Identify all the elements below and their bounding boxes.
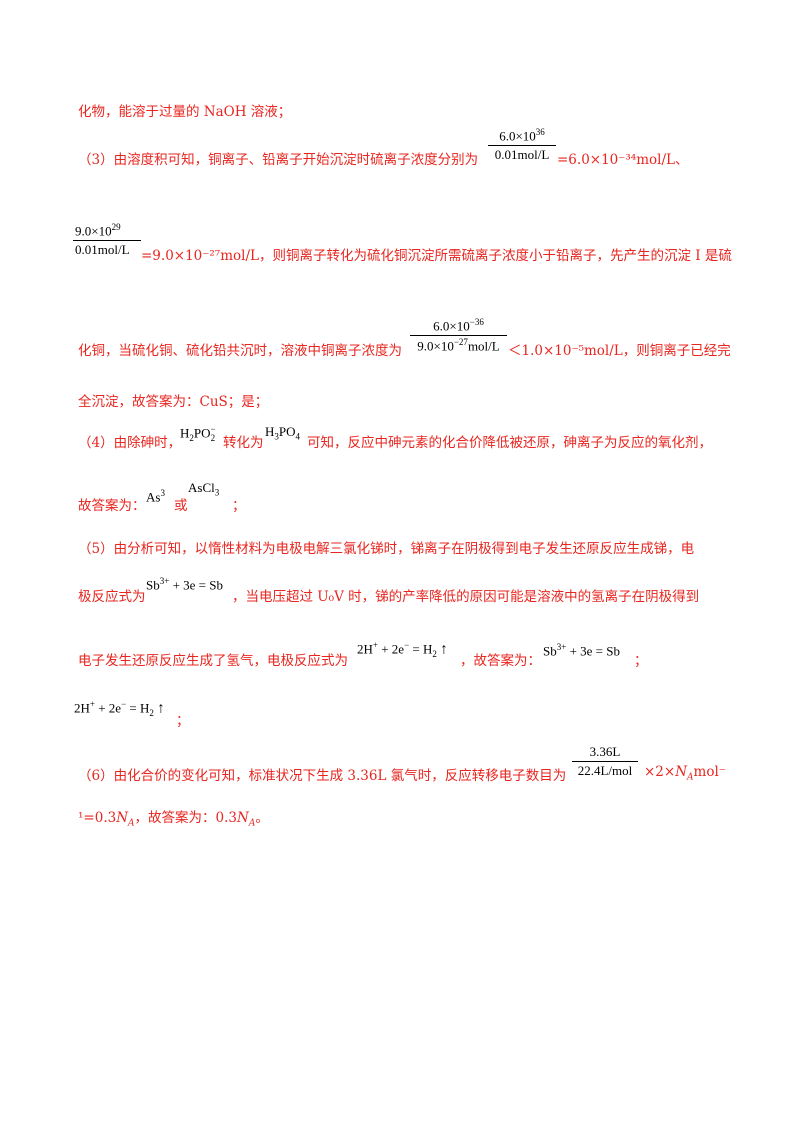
text-line-4: 化铜，当硫化铜、硫化铅共沉时，溶液中铜离子浓度为 [78, 343, 402, 359]
formula-h3po4: H3PO4 [265, 424, 301, 442]
formula-as3: As3 [146, 488, 165, 505]
formula-ascl3: AsCl3 [188, 480, 220, 498]
formula-h2-equation-answer: 2H+ + 2e− = H2 ↑ [74, 699, 165, 718]
fraction-bar [410, 335, 507, 337]
text-segment: ，当电压超过 U₀V 时，锑的产率降低的原因可能是溶液中的氢离子在阴极得到 [232, 589, 700, 605]
fraction-numerator: 6.0×10−36 [433, 317, 484, 334]
fraction-denominator: 0.01mol/L [75, 242, 130, 258]
text-segment: ； [176, 713, 190, 729]
text-line-4-tail: ＜1.0×10⁻⁵mol/L，则铜离子已经完 [508, 343, 731, 359]
fraction-bar [73, 240, 141, 242]
fraction-denominator: 0.01mol/L [494, 147, 550, 163]
text-segment: ，故答案为： [460, 653, 541, 669]
text-line-9: 极反应式为 [78, 589, 146, 605]
text-segment: ； [232, 498, 246, 514]
fraction-1: 6.0×1036 0.01mol/L [488, 127, 556, 163]
text-segment: 可知，反应中砷元素的化合价降低被还原，砷离子为反应的氧化剂， [307, 435, 712, 451]
fraction-numerator: 3.36L [589, 744, 621, 759]
text-segment: 或 [174, 498, 188, 514]
text-line-6: （4）由除砷时， [78, 431, 181, 451]
text-line-2: （3）由溶度积可知，铜离子、铅离子开始沉淀时硫离子浓度分别为 [78, 148, 478, 168]
formula-h2-equation: 2H+ + 2e− = H2 ↑ [357, 640, 448, 659]
text-segment: （3）由溶度积可知，铜离子、铅离子开始沉淀时硫离子浓度分别为 [78, 152, 479, 168]
fraction-bar [488, 145, 556, 147]
text-line-10: 电子发生还原反应生成了氢气，电极反应式为 [78, 653, 348, 669]
fraction-numerator: 9.0×1029 [75, 222, 121, 239]
text-line-1: 化物，能溶于过量的 NaOH 溶液； [78, 104, 292, 120]
text-line-12-tail: ×2×NAmol⁻ [644, 764, 726, 783]
fraction-4: 3.36L 22.4L/mol [572, 744, 638, 779]
formula-sb-equation: Sb3+ + 3e = Sb [146, 576, 223, 593]
formula-h2po2: H2PO−2 [180, 424, 216, 443]
text-line-7: 故答案为： [78, 498, 146, 514]
fraction-numerator: 6.0×1036 [499, 127, 545, 144]
text-line-2-tail: =6.0×10⁻³⁴mol/L、 [557, 152, 689, 168]
fraction-denominator: 9.0×10−27mol/L [417, 337, 500, 354]
text-line-13: ¹=0.3NA，故答案为：0.3NA。 [78, 810, 269, 829]
fraction-bar [572, 761, 638, 762]
fraction-3: 6.0×10−36 9.0×10−27mol/L [410, 317, 507, 355]
fraction-denominator: 22.4L/mol [577, 763, 633, 778]
text-line-12: （6）由化合价的变化可知，标准状况下生成 3.36L 氯气时，反应转移电子数目为 [78, 768, 567, 784]
fraction-2: 9.0×1029 0.01mol/L [73, 222, 141, 258]
text-segment: 转化为 [223, 435, 264, 451]
formula-sb-equation-answer: Sb3+ + 3e = Sb [543, 642, 620, 659]
text-line-5: 全沉淀，故答案为：CuS；是； [78, 394, 269, 410]
text-line-8: （5）由分析可知，以惰性材料为电极电解三氯化锑时，锑离子在阴极得到电子发生还原反… [78, 541, 695, 557]
text-line-3-tail: =9.0×10⁻²⁷mol/L，则铜离子转化为硫化铜沉淀所需硫离子浓度小于铅离子… [141, 248, 732, 264]
text-segment: （4）由除砷时， [78, 435, 182, 451]
text-segment: ； [634, 653, 648, 669]
